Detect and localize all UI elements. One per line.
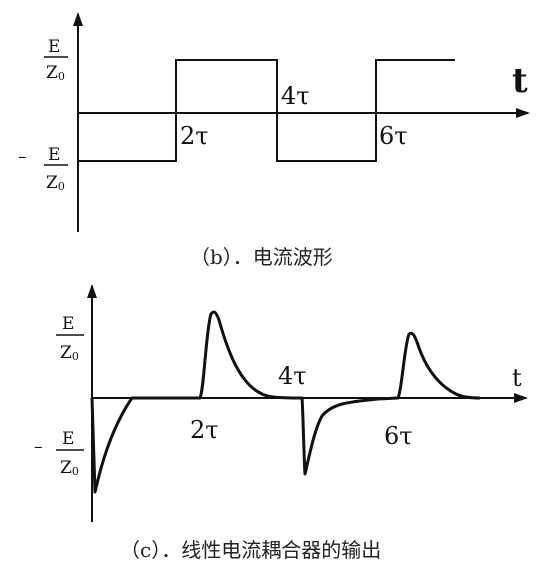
panel-b-neg-level-label: – E Z0 (18, 145, 68, 193)
panel-b-tick-4tau: 4τ (281, 82, 310, 110)
panel-c-pos-den: Z0 (60, 343, 79, 363)
panel-b-neg-sign: – (18, 147, 27, 167)
panel-c-tick-6tau: 6τ (384, 422, 413, 450)
panel-b: t E Z0 – E Z0 2τ 4τ 6τ （b）．电流波形 (18, 12, 530, 269)
panel-c-neg-level-label: – E Z0 (34, 429, 84, 478)
panel-b-pos-den: Z0 (46, 63, 65, 83)
panel-b-pos-level-label: E Z0 (44, 37, 68, 83)
panel-c-pulse-waveform (90, 310, 481, 494)
panel-c: t E Z0 – E Z0 2τ 4τ 6τ （c）．线性电流耦合器的输出 (34, 284, 528, 562)
panel-c-pos-num: E (62, 314, 74, 334)
panel-c-pos-level-label: E Z0 (56, 314, 84, 363)
panel-b-caption: （b）．电流波形 (190, 245, 333, 269)
panel-c-tick-2tau: 2τ (190, 416, 219, 444)
panel-b-square-wave (78, 59, 455, 162)
panel-c-caption: （c）．线性电流耦合器的输出 (120, 538, 381, 562)
panel-b-tick-6tau: 6τ (379, 122, 408, 150)
panel-c-tick-4tau: 4τ (278, 362, 307, 390)
panel-b-axis-t-label: t (512, 61, 528, 101)
panel-c-neg-num: E (62, 429, 74, 449)
panel-c-neg-den: Z0 (60, 458, 79, 478)
panel-b-pos-num: E (48, 37, 60, 57)
panel-c-axis-t-label: t (512, 364, 522, 392)
panel-b-neg-num: E (48, 145, 60, 165)
panel-c-neg-sign: – (34, 437, 43, 457)
panel-b-neg-den: Z0 (46, 173, 65, 193)
panel-b-tick-2tau: 2τ (180, 122, 209, 150)
